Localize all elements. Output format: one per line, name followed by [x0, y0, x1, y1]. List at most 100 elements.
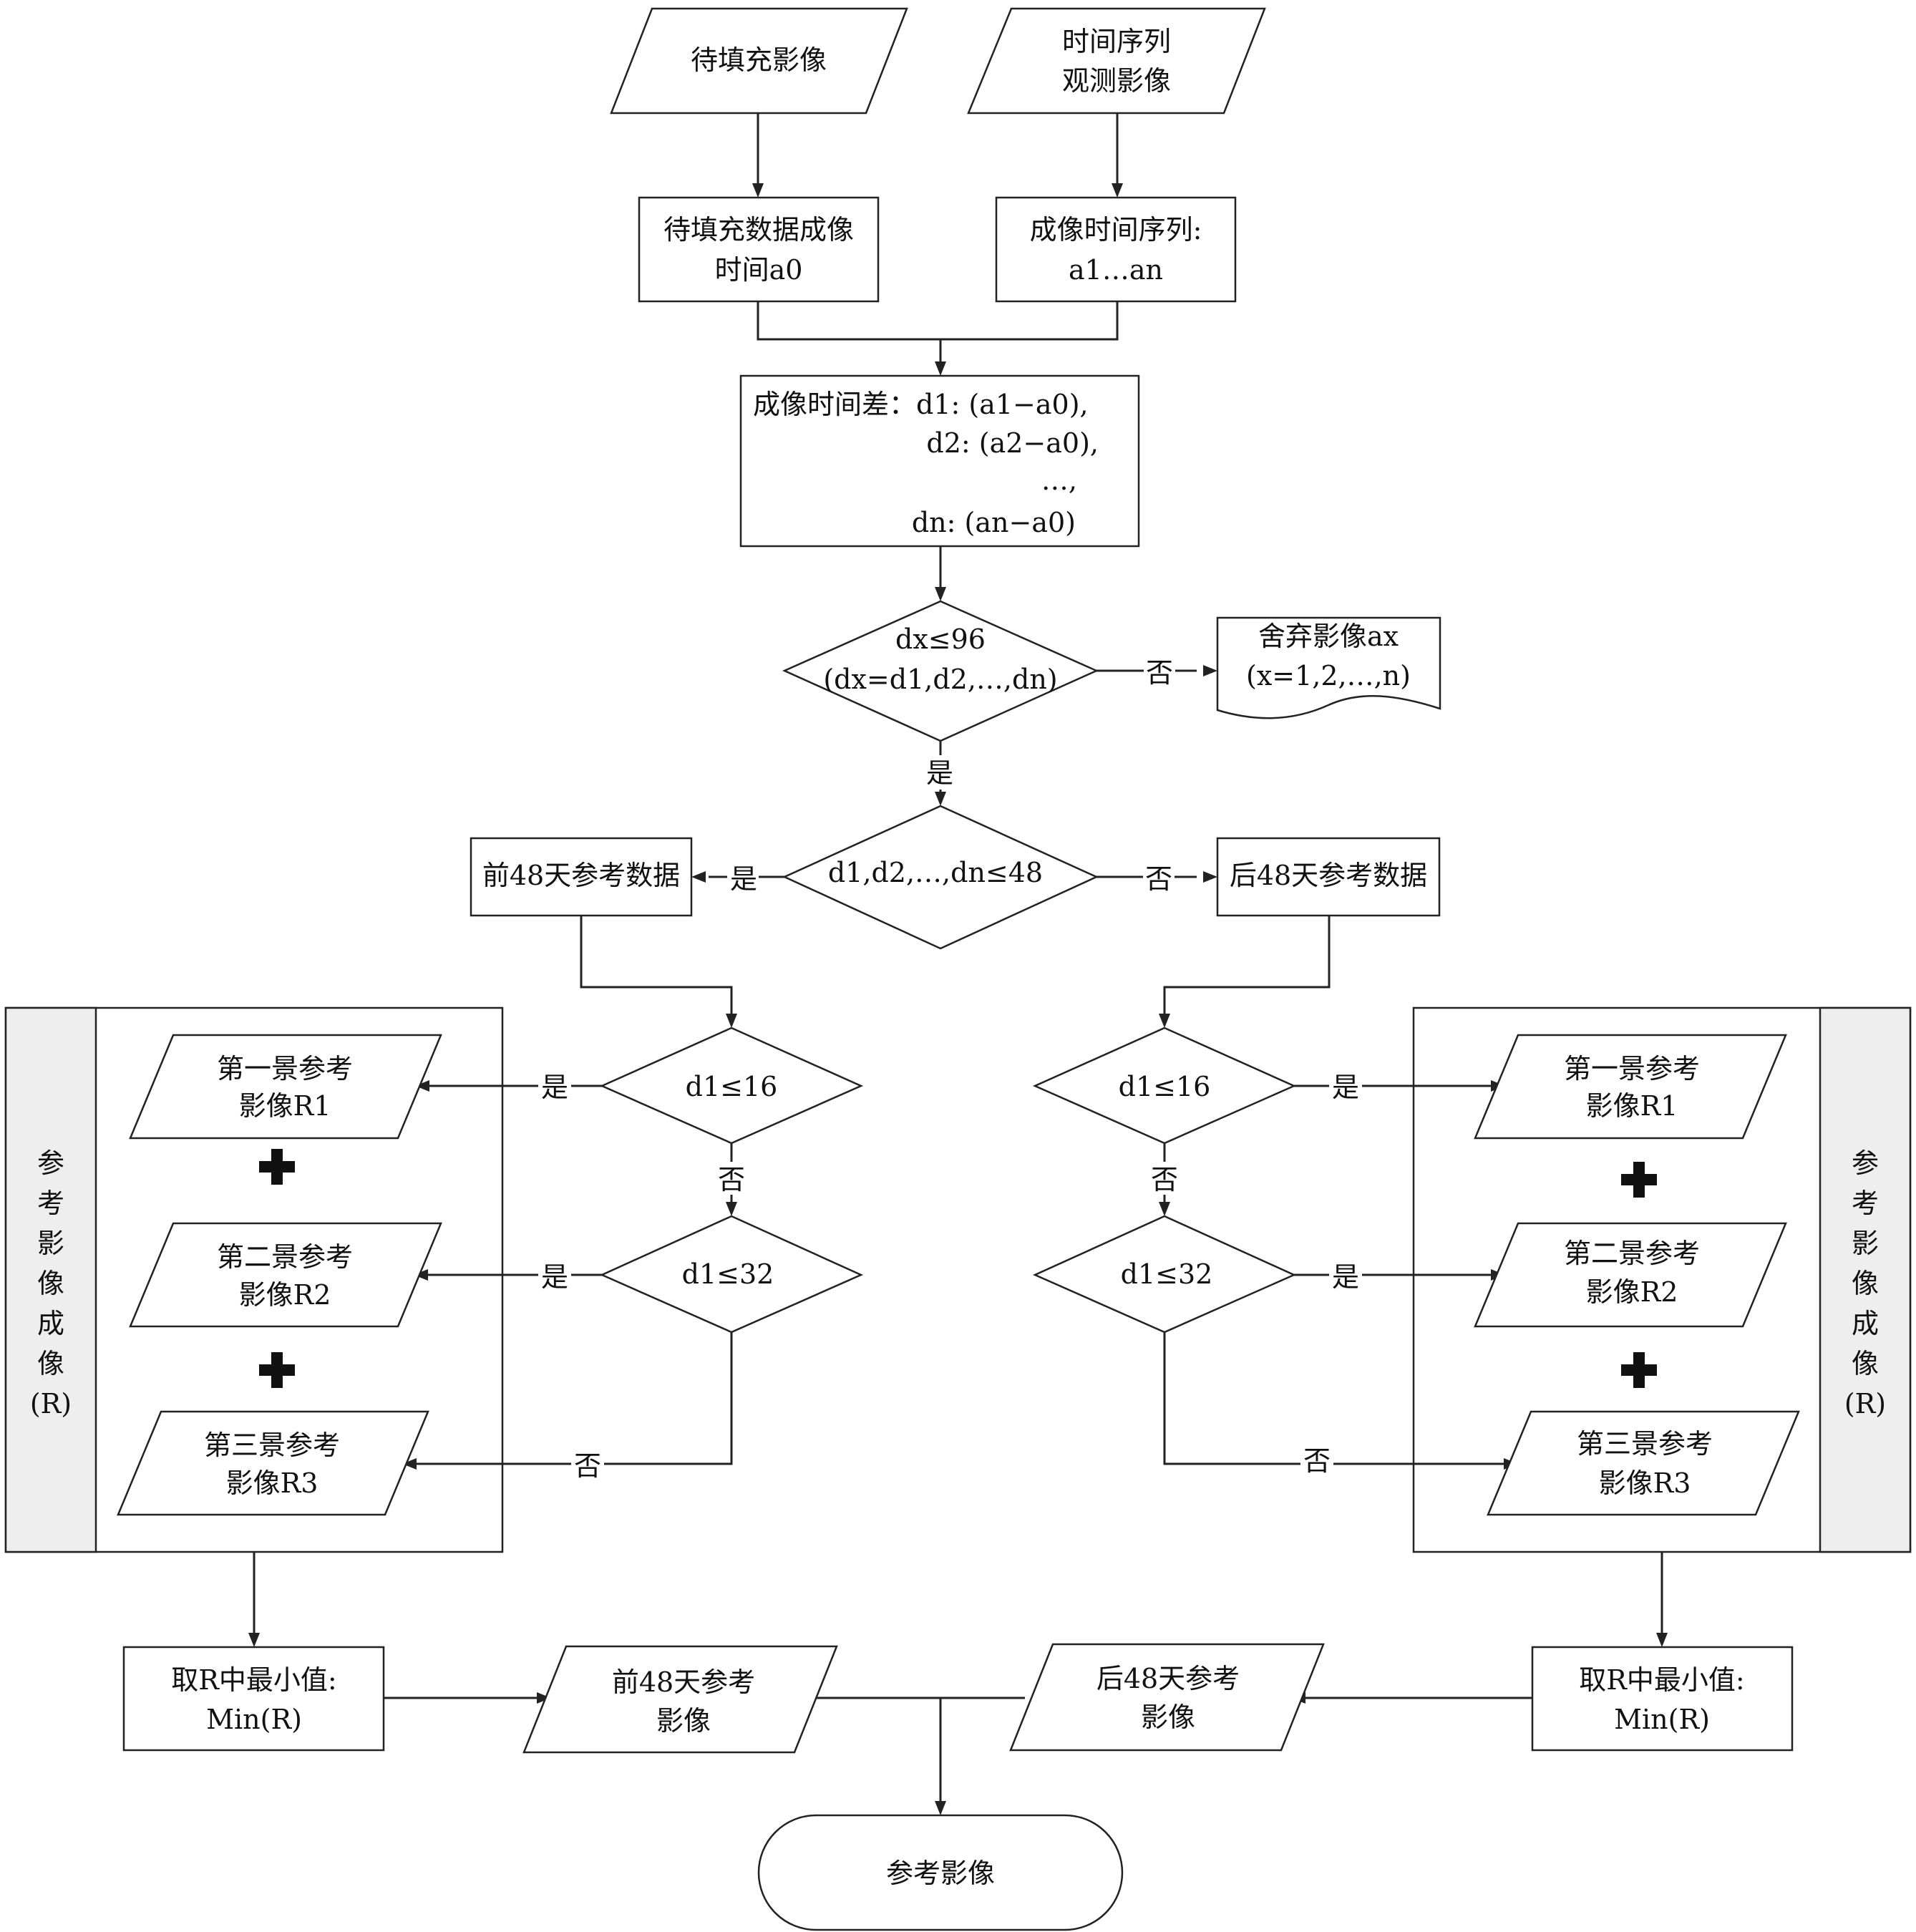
svg-text:d1≤32: d1≤32 [1121, 1258, 1213, 1290]
svg-text:影: 影 [37, 1228, 64, 1259]
svg-text:成像时间差：d1: (a1−a0),: 成像时间差：d1: (a1−a0), [753, 389, 1089, 420]
svg-text:前48天参考数据: 前48天参考数据 [482, 860, 680, 891]
svg-text:参: 参 [1852, 1147, 1879, 1179]
svg-text:成: 成 [37, 1308, 64, 1339]
node-time-diff: 成像时间差：d1: (a1−a0), d2: (a2−a0), …, dn: (… [739, 374, 1140, 548]
label-r-dec16-no: 否 [1151, 1164, 1178, 1195]
svg-text:后48天参考数据: 后48天参考数据 [1230, 860, 1427, 891]
edge-labels: 否 是 是 否 是 否 是 否 是 否 是 否 [538, 654, 1362, 1482]
svg-text:参: 参 [37, 1147, 64, 1179]
svg-text:影像R1: 影像R1 [239, 1090, 331, 1122]
svg-text:考: 考 [37, 1188, 64, 1219]
node-right-decision-d1-32: d1≤32 [1032, 1215, 1297, 1334]
svg-text:(dx=d1,d2,…,dn): (dx=d1,d2,…,dn) [823, 664, 1057, 695]
svg-text:考: 考 [1852, 1188, 1879, 1219]
svg-text:取R中最小值:: 取R中最小值: [1579, 1664, 1744, 1696]
svg-text:影像R1: 影像R1 [1586, 1090, 1678, 1122]
node-left-decision-d1-16: d1≤16 [599, 1026, 864, 1145]
right-group-label: 参 考 影 像 成 像 (R) [1844, 1147, 1886, 1419]
node-decision-48: d1,d2,…,dn≤48 [782, 805, 1099, 950]
svg-text:dx≤96: dx≤96 [895, 623, 986, 655]
svg-text:影像R3: 影像R3 [1599, 1467, 1691, 1499]
plus-icon [259, 1352, 295, 1388]
svg-text:取R中最小值:: 取R中最小值: [171, 1664, 336, 1696]
node-right-ref-r1: 第一景参考 影像R1 [1474, 1034, 1787, 1140]
svg-text:前48天参考: 前48天参考 [612, 1666, 755, 1698]
svg-text:时间a0: 时间a0 [715, 254, 803, 286]
svg-text:参考影像: 参考影像 [886, 1858, 995, 1889]
svg-text:Min(R): Min(R) [206, 1704, 302, 1735]
svg-text:(R): (R) [30, 1388, 72, 1419]
label-dec48-no: 否 [1145, 863, 1172, 895]
svg-text:a1…an: a1…an [1069, 254, 1163, 286]
node-right-min: 取R中最小值: Min(R) [1531, 1646, 1794, 1752]
svg-text:待填充影像: 待填充影像 [691, 44, 827, 76]
node-left-ref-r3: 第三景参考 影像R3 [117, 1410, 429, 1516]
svg-text:d1,d2,…,dn≤48: d1,d2,…,dn≤48 [828, 857, 1043, 888]
svg-text:影像: 影像 [1141, 1702, 1195, 1733]
svg-text:d2: (a2−a0),: d2: (a2−a0), [926, 427, 1099, 459]
node-right-ref-r3: 第三景参考 影像R3 [1487, 1410, 1800, 1516]
left-group-label: 参 考 影 像 成 像 (R) [30, 1147, 72, 1419]
node-right-ref-r2: 第二景参考 影像R2 [1474, 1222, 1787, 1328]
node-left-ref-r2: 第二景参考 影像R2 [129, 1222, 442, 1328]
connectors [253, 113, 1663, 1802]
svg-text:d1≤16: d1≤16 [686, 1071, 778, 1102]
svg-text:观测影像: 观测影像 [1062, 65, 1171, 97]
svg-text:第二景参考: 第二景参考 [1564, 1238, 1700, 1269]
node-discard-image: 舍弃影像ax (x=1,2,…,n) [1216, 616, 1441, 719]
label-l-dec32-yes: 是 [541, 1261, 568, 1293]
node-right-decision-d1-16: d1≤16 [1032, 1026, 1297, 1145]
label-dec96-yes: 是 [926, 757, 953, 789]
plus-icon [1621, 1352, 1657, 1388]
svg-text:(R): (R) [1844, 1388, 1886, 1419]
svg-text:后48天参考: 后48天参考 [1096, 1663, 1240, 1694]
svg-text:d1≤16: d1≤16 [1119, 1071, 1211, 1102]
edge-merge [757, 301, 1119, 341]
label-dec48-yes: 是 [730, 863, 757, 895]
label-r-dec32-yes: 是 [1332, 1261, 1359, 1293]
svg-text:影像R2: 影像R2 [239, 1279, 331, 1311]
svg-text:第一景参考: 第一景参考 [217, 1053, 353, 1084]
edge-l-dec32-no [415, 1332, 733, 1465]
label-r-dec16-yes: 是 [1332, 1072, 1359, 1103]
svg-text:…,: …, [1041, 465, 1077, 496]
svg-text:第二景参考: 第二景参考 [217, 1241, 353, 1273]
node-prev-48-days: 前48天参考数据 [470, 837, 693, 917]
node-prev-48-image: 前48天参考 影像 [522, 1645, 838, 1754]
svg-text:影: 影 [1852, 1228, 1879, 1259]
node-ts-times: 成像时间序列: a1…an [995, 196, 1237, 303]
svg-text:像: 像 [37, 1268, 64, 1299]
svg-text:影像: 影像 [656, 1705, 711, 1737]
label-l-dec16-yes: 是 [541, 1072, 568, 1103]
edge-prev48-to-dec16 [580, 916, 733, 1018]
label-r-dec32-no: 否 [1303, 1445, 1331, 1477]
svg-text:像: 像 [37, 1348, 64, 1379]
node-fill-time: 待填充数据成像 时间a0 [638, 196, 880, 303]
edge-r-dec32-no [1163, 1332, 1505, 1465]
left-panel-strip [4, 1006, 97, 1553]
svg-text:第三景参考: 第三景参考 [1577, 1428, 1713, 1460]
node-final-reference-image: 参考影像 [757, 1814, 1124, 1931]
label-dec96-no: 否 [1146, 657, 1173, 689]
node-left-ref-r1: 第一景参考 影像R1 [129, 1034, 442, 1140]
node-time-series-images: 时间序列 观测影像 [967, 7, 1266, 115]
svg-text:dn: (an−a0): dn: (an−a0) [912, 507, 1076, 538]
plus-icon [259, 1149, 295, 1185]
svg-text:第一景参考: 第一景参考 [1564, 1053, 1700, 1084]
svg-text:像: 像 [1852, 1348, 1879, 1379]
svg-text:(x=1,2,…,n): (x=1,2,…,n) [1246, 660, 1411, 691]
svg-text:影像R2: 影像R2 [1586, 1276, 1678, 1308]
svg-text:待填充数据成像: 待填充数据成像 [663, 214, 854, 246]
node-left-decision-d1-32: d1≤32 [599, 1215, 864, 1334]
svg-text:第三景参考: 第三景参考 [204, 1429, 340, 1461]
svg-text:时间序列: 时间序列 [1062, 26, 1171, 57]
plus-icon [1621, 1162, 1657, 1198]
node-left-min: 取R中最小值: Min(R) [122, 1646, 385, 1752]
node-input-image: 待填充影像 [610, 7, 908, 115]
svg-text:d1≤32: d1≤32 [682, 1258, 774, 1290]
edge-next48-to-dec16 [1163, 916, 1331, 1018]
label-l-dec16-no: 否 [718, 1164, 745, 1195]
svg-text:成: 成 [1852, 1308, 1879, 1339]
